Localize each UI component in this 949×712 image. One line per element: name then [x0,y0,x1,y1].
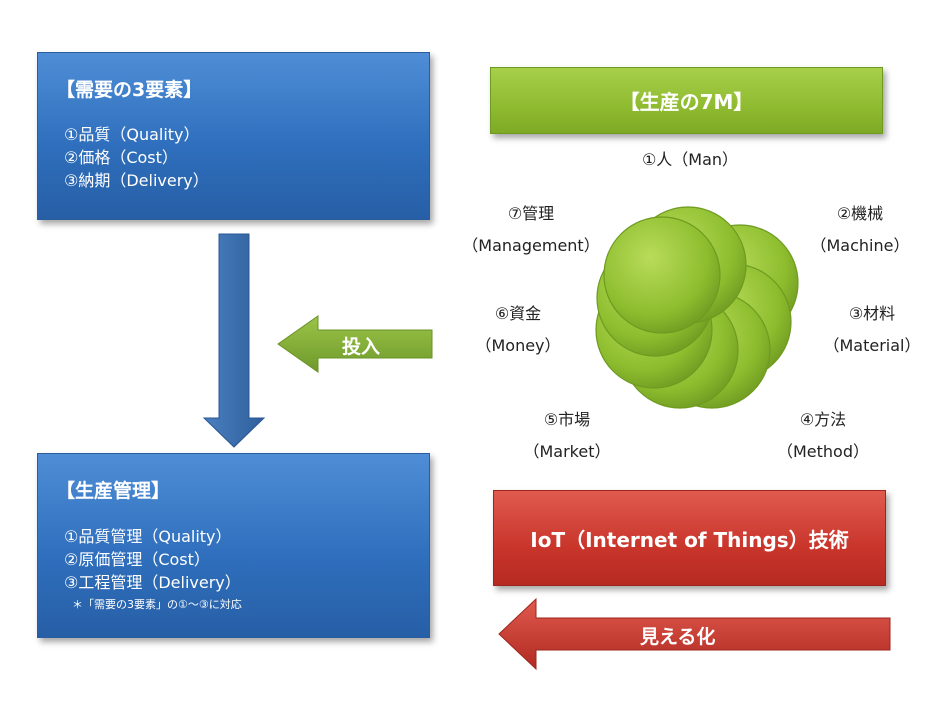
seven-m-title: 【生産の7M】 [490,67,883,134]
production-mgmt-item-quality: ①品質管理（Quality） [64,527,232,546]
seven-m-machine-en: （Machine） [810,236,910,255]
production-mgmt-note: ＊「需要の3要素」の①～③に対応 [72,598,242,611]
demand-item-quality: ①品質（Quality） [64,125,200,144]
input-arrow-label: 投入 [342,336,381,358]
seven-m-flower [595,206,799,409]
demand-box: 【需要の3要素】 ①品質（Quality） ②価格（Cost） ③納期（Deli… [37,52,430,220]
iot-box: IoT（Internet of Things）技術 [493,490,886,586]
demand-title: 【需要の3要素】 [56,79,203,101]
seven-m-market: ⑤市場 （Market） [482,404,652,468]
seven-m-machine-label: ②機械 [836,204,884,223]
production-mgmt-title: 【生産管理】 [56,480,171,502]
seven-m-market-label: ⑤市場 [543,410,591,429]
seven-m-market-en: （Market） [523,442,611,461]
production-mgmt-item-delivery: ③工程管理（Delivery） [64,573,241,592]
down-arrow [202,233,266,448]
seven-m-machine: ②機械 （Machine） [775,198,945,262]
seven-m-money-en: （Money） [475,336,561,355]
seven-m-method-label: ④方法 [799,410,847,429]
demand-item-cost: ②価格（Cost） [64,148,178,167]
demand-item-delivery: ③納期（Delivery） [64,171,209,190]
input-arrow [277,315,433,373]
seven-m-method-en: （Method） [776,442,869,461]
seven-m-money: ⑥資金 （Money） [433,298,603,362]
visualize-arrow-label: 見える化 [640,626,716,648]
production-mgmt-box: 【生産管理】 ①品質管理（Quality） ②原価管理（Cost） ③工程管理（… [37,453,430,638]
seven-m-management-en: （Management） [462,236,600,255]
seven-m-method: ④方法 （Method） [738,404,908,468]
seven-m-material-label: ③材料 [848,304,896,323]
seven-m-material: ③材料 （Material） [787,298,949,362]
seven-m-man-label: ①人（Man） [641,150,739,169]
seven-m-management: ⑦管理 （Management） [446,198,616,262]
seven-m-management-label: ⑦管理 [507,204,555,223]
seven-m-money-label: ⑥資金 [494,304,542,323]
seven-m-man: ①人（Man） [605,144,775,176]
seven-m-material-en: （Material） [823,336,921,355]
visualize-arrow [498,597,891,671]
production-mgmt-item-cost: ②原価管理（Cost） [64,550,210,569]
